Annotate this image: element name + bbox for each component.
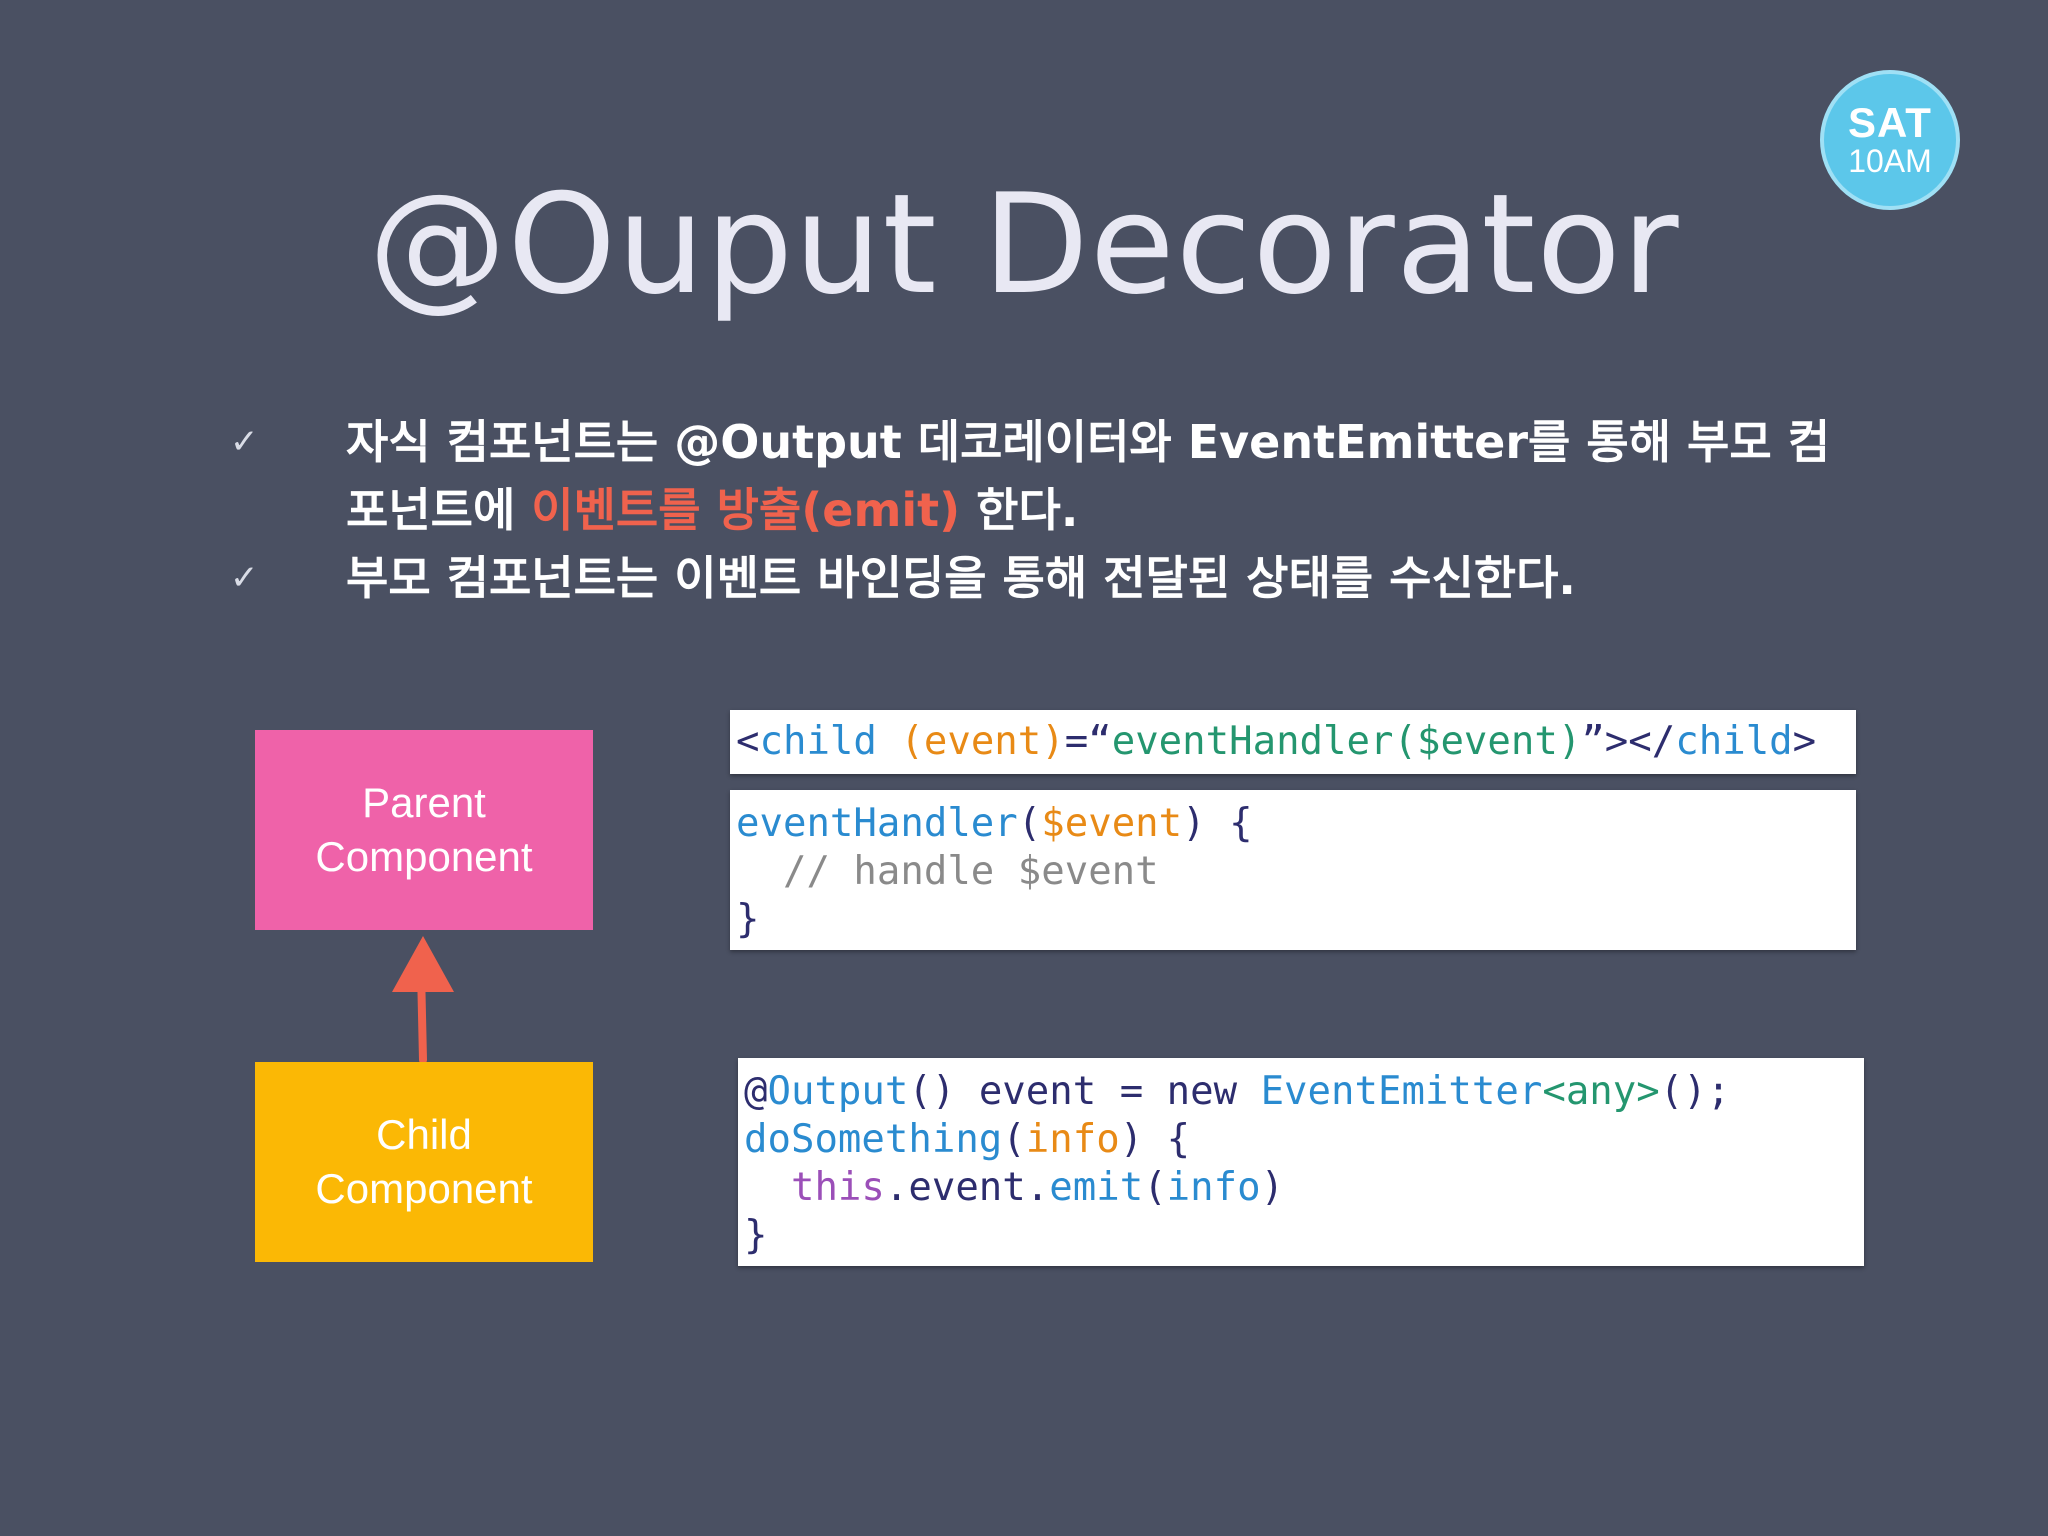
code-output-emitter: @Output() event = new EventEmitter<any>(…	[738, 1058, 1864, 1266]
child-component-box: Child Component	[255, 1062, 593, 1262]
bullet-text-end: 한다.	[960, 483, 1079, 537]
code-event-handler: eventHandler($event) { // handle $event}	[730, 790, 1856, 950]
bullet-text: 부모 컴포넌트는 이벤트 바인딩을 통해 전달된 상태를 수신한다.	[346, 551, 1576, 605]
time-badge: SAT 10AM	[1820, 70, 1960, 210]
code-line: }	[736, 897, 760, 942]
arrow-up-icon	[392, 936, 454, 1064]
bullet-item: ✓ 부모 컴포넌트는 이벤트 바인딩을 통해 전달된 상태를 수신한다.	[230, 544, 1870, 612]
bullet-item: ✓ 자식 컴포넌트는 @Output 데코레이터와 EventEmitter를 …	[230, 408, 1870, 544]
slide-title: @Ouput Decorator	[368, 164, 1680, 325]
bullet-highlight: 이벤트를 방출(emit)	[531, 483, 961, 537]
bullet-text: 자식 컴포넌트는 @Output 데코레이터와 EventEmitter를 통해…	[346, 415, 1831, 537]
badge-time: 10AM	[1848, 143, 1932, 179]
bullet-list: ✓ 자식 컴포넌트는 @Output 데코레이터와 EventEmitter를 …	[230, 408, 1870, 612]
checkmark-icon: ✓	[230, 422, 259, 462]
code-binding-template: <child (event)=“eventHandler($event)”></…	[730, 710, 1856, 774]
badge-day: SAT	[1848, 99, 1932, 146]
parent-component-box: Parent Component	[255, 730, 593, 930]
code-line: doSomething(info) {	[744, 1117, 1191, 1162]
code-line: @Output() event = new EventEmitter<any>(…	[744, 1069, 1731, 1114]
code-line: eventHandler($event) {	[736, 801, 1253, 846]
code-line: this.event.emit(info)	[790, 1165, 1285, 1210]
code-comment: // handle $event	[736, 849, 1159, 894]
checkmark-icon: ✓	[230, 558, 259, 598]
code-line: }	[744, 1213, 768, 1258]
